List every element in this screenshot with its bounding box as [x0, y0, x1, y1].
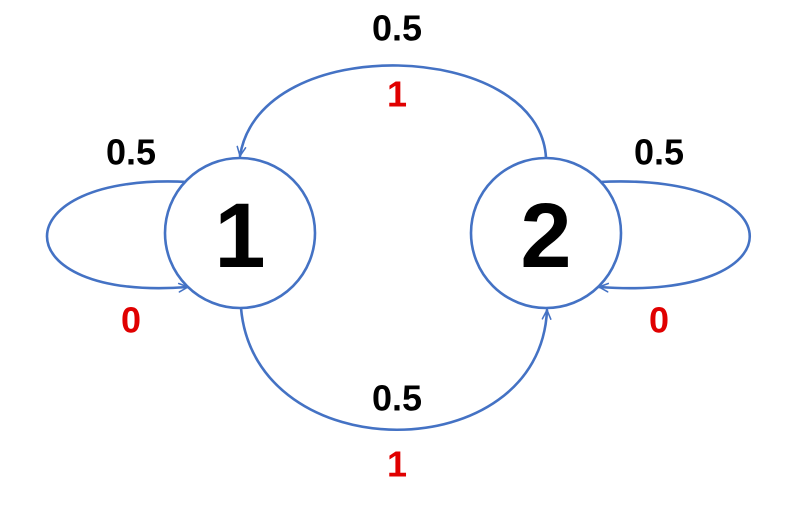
- state-node-1: 1: [163, 156, 317, 310]
- edge-2-to-1-arc: [236, 64, 548, 160]
- loop-1-output: 0: [121, 300, 141, 341]
- loop-1-arc: [45, 180, 190, 293]
- state-circle-1: [163, 156, 317, 310]
- state-label-2: 2: [520, 185, 571, 287]
- loop-2-arc: [597, 180, 752, 293]
- edge-1-to-2-output: 1: [387, 444, 407, 485]
- state-label-1: 1: [214, 185, 265, 287]
- loop-1-probability: 0.5: [106, 132, 156, 173]
- loop-2-probability: 0.5: [634, 132, 684, 173]
- state-circle-2: [469, 156, 623, 310]
- edge-2-to-1-probability: 0.5: [372, 8, 422, 49]
- edge-2-to-1-output: 1: [387, 74, 407, 115]
- state-node-2: 2: [469, 156, 623, 310]
- edge-1-to-2-arc: [239, 306, 552, 431]
- loop-2-output: 0: [649, 300, 669, 341]
- edge-1-to-2-probability: 0.5: [372, 378, 422, 419]
